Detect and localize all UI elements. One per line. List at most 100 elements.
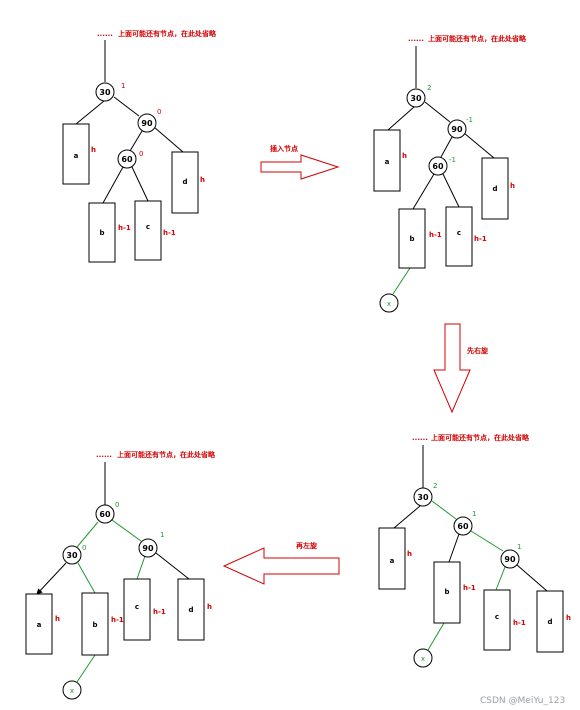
csdn-watermark: CSDN @MeiYu_123 xyxy=(480,696,565,706)
subtree-d xyxy=(536,590,564,653)
edge-30-a xyxy=(36,562,67,595)
edge-b-x xyxy=(427,622,445,651)
left-rotate-label: 再左旋 xyxy=(296,541,318,550)
edge-90-c xyxy=(136,555,146,580)
bf-60: -1 xyxy=(449,156,456,164)
bf-30: 0 xyxy=(82,544,86,552)
node-90-label: 90 xyxy=(504,555,516,564)
subtree-a-height: h xyxy=(407,550,412,558)
bf-90: 0 xyxy=(157,108,161,116)
edge-60-90 xyxy=(470,530,504,552)
edge-30-b xyxy=(77,562,96,594)
edge-30-a xyxy=(75,100,105,125)
subtree-d-label: d xyxy=(182,178,187,186)
edge-90-d xyxy=(155,552,190,580)
node-30 xyxy=(95,82,115,102)
subtree-a-label: a xyxy=(385,158,390,166)
edge-30-90 xyxy=(113,96,140,117)
diagram-4-after-left-rotate: ...... 上面可能还有节点，在此处省略 60 0 30 0 90 1 x a… xyxy=(25,450,216,700)
node-90 xyxy=(138,538,158,558)
bf-90: 1 xyxy=(160,531,164,539)
subtree-b xyxy=(433,561,461,624)
node-x xyxy=(413,648,433,668)
subtree-c-label: c xyxy=(146,223,150,231)
bf-90: 1 xyxy=(517,543,521,551)
arrow-right-rotate: 先右旋 xyxy=(433,323,489,414)
edge-90-d xyxy=(463,132,495,159)
node-30 xyxy=(413,487,433,507)
subtree-b-height: h-1 xyxy=(111,616,124,624)
node-x-label: x xyxy=(421,655,425,663)
edge-b-x xyxy=(76,654,96,683)
node-30-label: 30 xyxy=(66,551,78,560)
omitted-nodes-dots: ...... xyxy=(97,30,113,38)
node-x-label: x xyxy=(70,687,74,695)
node-90-label: 90 xyxy=(141,119,153,128)
omitted-nodes-note: 上面可能还有节点，在此处省略 xyxy=(428,34,527,43)
node-90 xyxy=(447,119,467,139)
edge-30-a xyxy=(393,505,421,529)
subtree-c-label: c xyxy=(457,229,461,237)
edge-30-a xyxy=(387,106,415,131)
subtree-c-label: c xyxy=(495,613,499,621)
node-60 xyxy=(95,504,115,524)
subtree-b-height: h-1 xyxy=(118,224,131,232)
subtree-b-height: h-1 xyxy=(429,231,442,239)
subtree-d-label: d xyxy=(492,185,497,193)
diagram-1-before-insert: ...... 上面可能还有节点，在此处省略 30 1 90 0 60 0 a h… xyxy=(62,29,217,263)
node-30-label: 30 xyxy=(417,493,429,502)
node-30-label: 30 xyxy=(99,88,111,97)
subtree-a xyxy=(373,129,401,192)
edge-90-c xyxy=(495,566,506,591)
subtree-c xyxy=(123,578,151,641)
edge-60-b xyxy=(102,166,124,204)
subtree-d xyxy=(171,151,199,214)
subtree-b-height: h-1 xyxy=(463,584,476,592)
subtree-c-height: h-1 xyxy=(474,235,487,243)
bf-60: 1 xyxy=(472,510,476,518)
bf-30: 1 xyxy=(121,82,125,90)
edge-60-30 xyxy=(76,521,99,548)
subtree-d-height: h xyxy=(200,176,205,184)
edge-60-c xyxy=(131,166,149,202)
bf-60: 0 xyxy=(139,150,143,158)
edge-30-60 xyxy=(431,500,457,520)
subtree-c xyxy=(483,589,511,651)
subtree-c-height: h-1 xyxy=(513,619,526,627)
subtree-a-label: a xyxy=(74,152,79,160)
node-60 xyxy=(428,156,448,176)
edge-90-d xyxy=(516,564,548,592)
node-90 xyxy=(500,549,520,569)
subtree-b xyxy=(88,202,116,263)
subtree-a-height: h xyxy=(402,152,407,160)
subtree-b xyxy=(398,208,426,269)
insert-node-label: 插入节点 xyxy=(270,144,298,153)
bf-30: 2 xyxy=(427,84,431,92)
node-60-label: 60 xyxy=(457,522,469,531)
node-60-label: 60 xyxy=(432,162,444,171)
subtree-a-label: a xyxy=(37,621,42,629)
node-60-label: 60 xyxy=(121,155,133,164)
edge-30-90 xyxy=(424,101,451,123)
subtree-c xyxy=(134,200,162,261)
node-x xyxy=(379,293,399,313)
edge-60-b xyxy=(448,533,460,563)
subtree-b-label: b xyxy=(92,621,97,629)
node-60 xyxy=(453,516,473,536)
node-x xyxy=(62,680,82,700)
subtree-a-label: a xyxy=(390,557,395,565)
subtree-d-label: d xyxy=(547,618,552,626)
subtree-a xyxy=(378,527,406,590)
subtree-c-label: c xyxy=(135,603,139,611)
omitted-nodes-note: 上面可能还有节点，在此处省略 xyxy=(118,29,217,38)
arrow-insert-node: 插入节点 xyxy=(260,144,340,180)
subtree-c-height: h-1 xyxy=(163,229,176,237)
node-30-label: 30 xyxy=(410,94,422,103)
node-90 xyxy=(137,113,157,133)
node-x-label: x xyxy=(387,300,391,308)
subtree-d-label: d xyxy=(188,606,193,614)
omitted-nodes-note: 上面可能还有节点，在此处省略 xyxy=(117,450,216,459)
edge-60-b xyxy=(412,173,435,210)
subtree-b-label: b xyxy=(409,235,414,243)
